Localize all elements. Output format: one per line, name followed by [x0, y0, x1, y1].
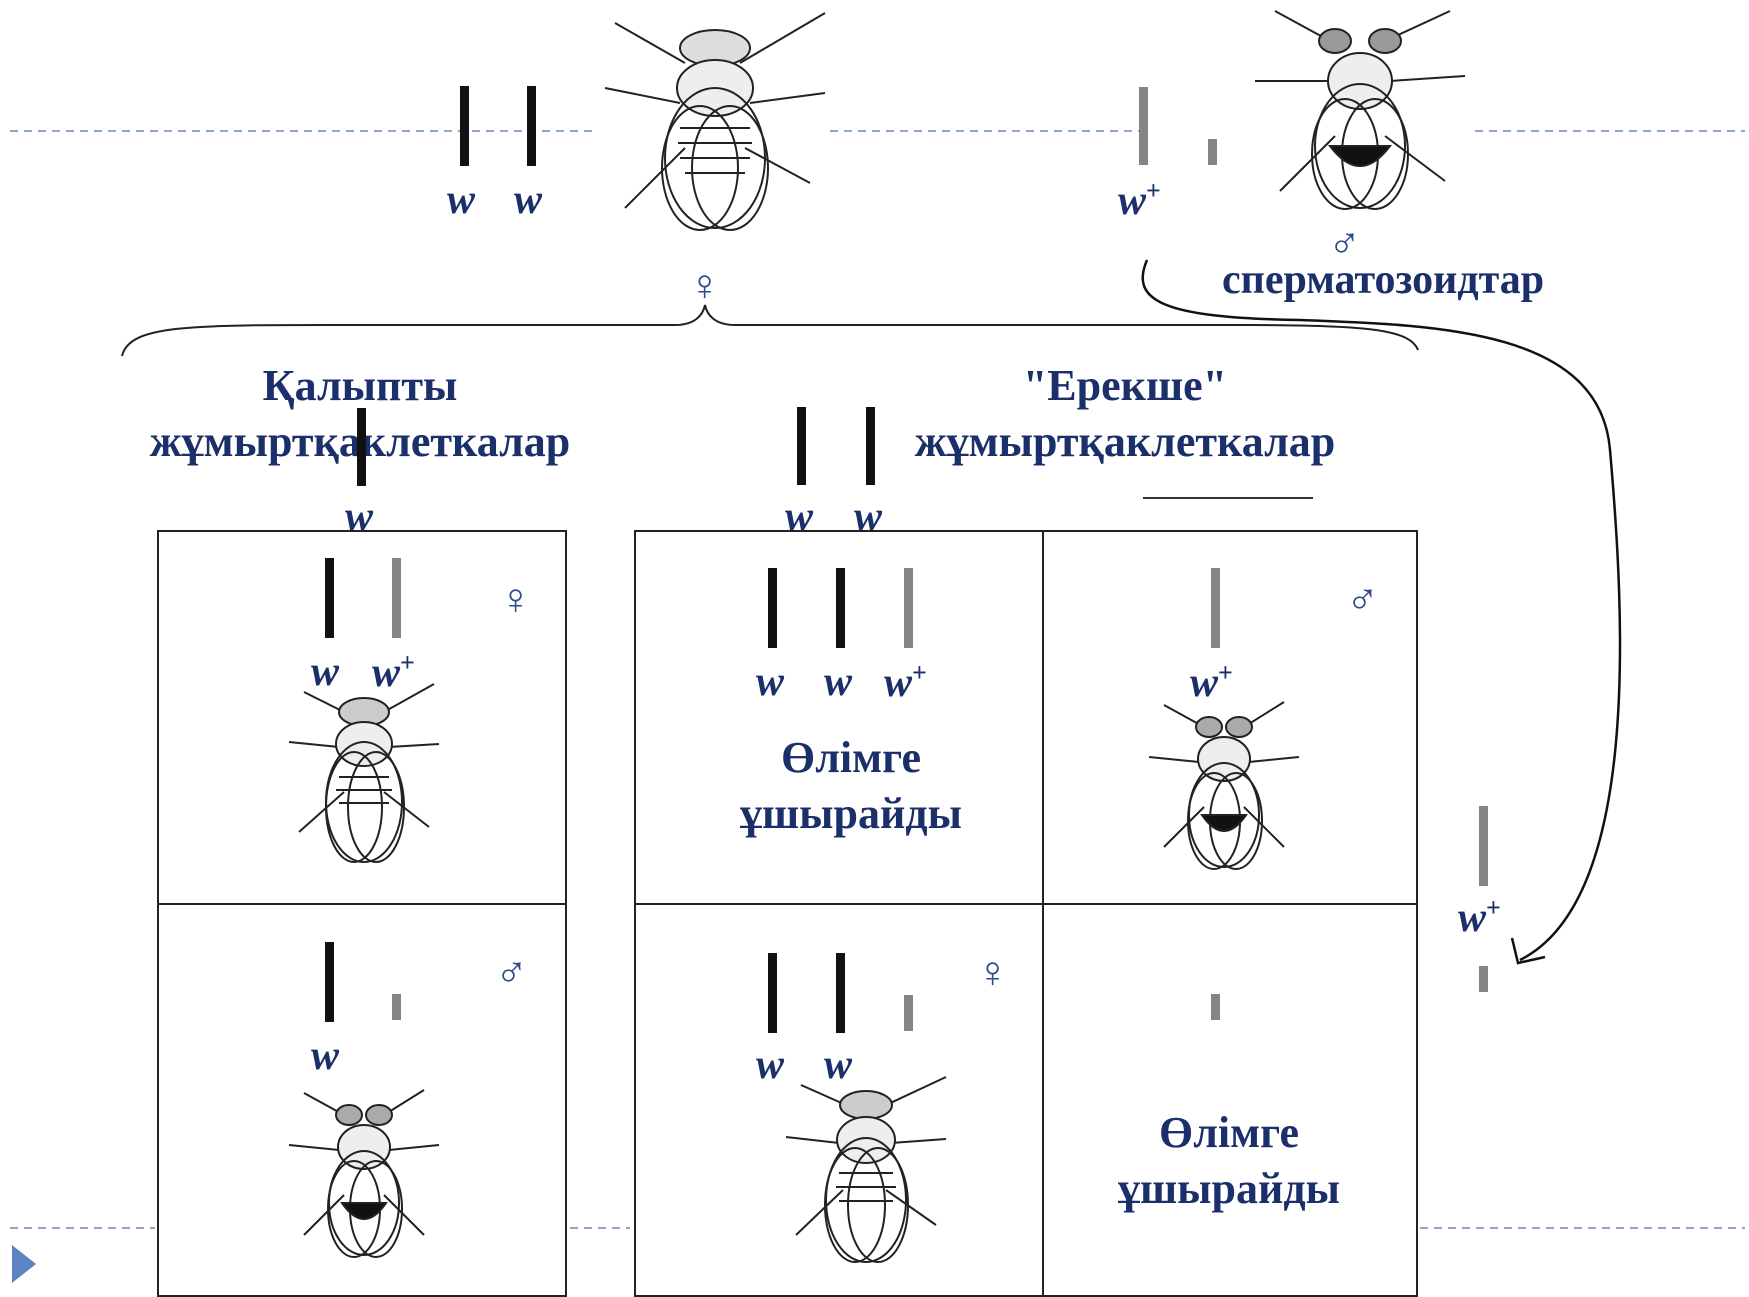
female-symbol: ♀	[976, 951, 1009, 995]
chromosome-w	[836, 953, 845, 1033]
special-egg-chromosome-1	[797, 407, 806, 485]
chromosome-w	[325, 942, 334, 1022]
gene-w: w	[514, 176, 542, 224]
cell-special-lethal-xxx: w w w+ Өлімге ұшырайды	[634, 530, 1044, 905]
parent-male-y-chromosome	[1208, 139, 1217, 165]
fly-male-icon	[1250, 6, 1470, 216]
parent-male-x-chromosome	[1139, 87, 1148, 165]
cell-normal-female: w w+ ♀	[157, 530, 567, 905]
gene-w: w	[447, 176, 475, 224]
chromosome-w	[768, 568, 777, 648]
fly-female-icon	[600, 8, 830, 238]
lethal-label: Өлімге ұшырайды	[731, 730, 971, 842]
sperm-title: сперматозоидтар	[1222, 252, 1544, 308]
chromosome-wplus	[392, 558, 401, 638]
parent-female-chromosome-1	[460, 86, 469, 166]
chromosome-w	[325, 558, 334, 638]
male-symbol: ♂	[1346, 578, 1379, 622]
special-eggs-title: "Ерекше" жұмыртқаклеткалар	[890, 358, 1360, 470]
gene-wplus: w+	[1118, 176, 1161, 225]
female-brace	[122, 305, 1418, 356]
chromosome-wplus	[904, 568, 913, 648]
gene-w: w	[311, 1032, 339, 1080]
play-bullet-icon	[12, 1245, 36, 1283]
sperm-y-chromosome	[1479, 966, 1488, 992]
female-symbol: ♀	[499, 578, 532, 622]
sperm-arrowhead	[1512, 938, 1545, 963]
lethal-label: Өлімге ұшырайды	[1109, 1105, 1349, 1217]
special-egg-chromosome-2	[866, 407, 875, 485]
chromosome-y	[904, 995, 913, 1031]
female-symbol: ♀	[688, 264, 721, 308]
fly-female-icon	[284, 682, 444, 872]
gene-wplus: w+	[1458, 893, 1501, 942]
cell-normal-male: w ♂	[157, 903, 567, 1297]
cell-special-female: w w ♀	[634, 903, 1044, 1297]
chromosome-w	[768, 953, 777, 1033]
fly-male-icon	[284, 1085, 444, 1275]
chromosome-y	[1211, 994, 1220, 1020]
chromosome-w	[836, 568, 845, 648]
gene-wplus: w+	[884, 658, 927, 707]
chromosome-wplus	[1211, 568, 1220, 648]
gene-w: w	[756, 658, 784, 706]
gene-w: w	[824, 658, 852, 706]
parent-female-chromosome-2	[527, 86, 536, 166]
gene-w: w	[756, 1041, 784, 1089]
fly-female-icon	[781, 1075, 951, 1275]
cell-special-male: w+ ♂	[1042, 530, 1418, 905]
chromosome-y	[392, 994, 401, 1020]
sperm-x-chromosome	[1479, 806, 1488, 886]
cell-special-lethal-y: Өлімге ұшырайды	[1042, 903, 1418, 1297]
normal-egg-chromosome	[357, 408, 366, 486]
male-symbol: ♂	[495, 951, 528, 995]
fly-male-icon	[1144, 697, 1304, 887]
